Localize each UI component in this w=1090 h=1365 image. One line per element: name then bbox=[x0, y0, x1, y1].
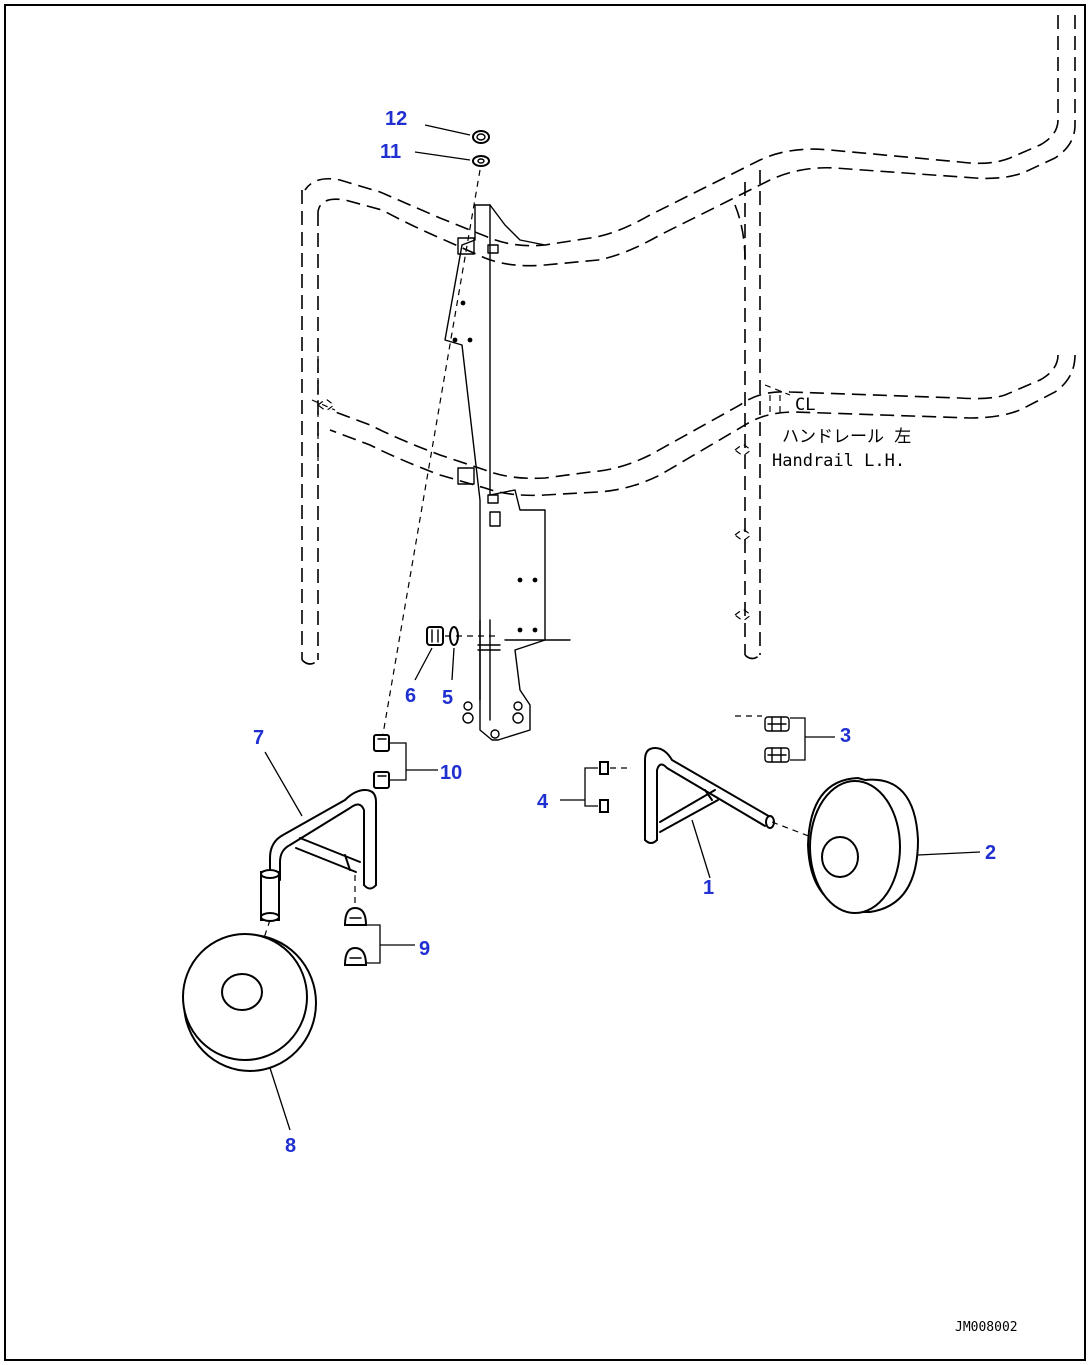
mirror-stay-1 bbox=[644, 747, 775, 844]
mirror-2 bbox=[806, 776, 920, 914]
drawing-code: JM008002 bbox=[955, 1320, 1018, 1335]
label-5: 5 bbox=[442, 687, 453, 709]
washer-11 bbox=[472, 155, 490, 167]
plate-4 bbox=[599, 761, 628, 813]
handrail-jp-label: ハンドレール 左 bbox=[782, 427, 911, 447]
label-6: 6 bbox=[405, 685, 416, 707]
nut-6 bbox=[426, 626, 444, 646]
label-12: 12 bbox=[385, 108, 407, 130]
label-7: 7 bbox=[253, 727, 264, 749]
part-labels: 12 11 6 5 7 3 10 4 2 1 9 8 bbox=[253, 108, 996, 1157]
handrail-note: ハンドレール 左 Handrail L.H. bbox=[772, 427, 911, 471]
drawing-frame bbox=[4, 4, 1086, 1361]
centerline-mark: CL bbox=[795, 395, 815, 415]
assembly-axis-line bbox=[381, 169, 481, 741]
label-1: 1 bbox=[703, 877, 714, 899]
label-8: 8 bbox=[285, 1135, 296, 1157]
label-4: 4 bbox=[537, 791, 549, 813]
mirror-stay-7 bbox=[260, 789, 377, 922]
handrail-en-label: Handrail L.H. bbox=[772, 451, 905, 471]
mirror-8 bbox=[182, 933, 317, 1072]
label-3: 3 bbox=[840, 725, 851, 747]
clip-3 bbox=[735, 715, 790, 763]
clamp-10 bbox=[373, 734, 390, 789]
nut-12 bbox=[472, 130, 490, 144]
label-10: 10 bbox=[440, 762, 462, 784]
label-9: 9 bbox=[419, 938, 430, 960]
clip-9 bbox=[343, 906, 368, 966]
handrail-outline: CL bbox=[301, 15, 1076, 665]
label-11: 11 bbox=[380, 141, 401, 163]
leader-lines bbox=[264, 124, 981, 1131]
label-2: 2 bbox=[985, 842, 996, 864]
mounting-bracket bbox=[444, 204, 571, 741]
